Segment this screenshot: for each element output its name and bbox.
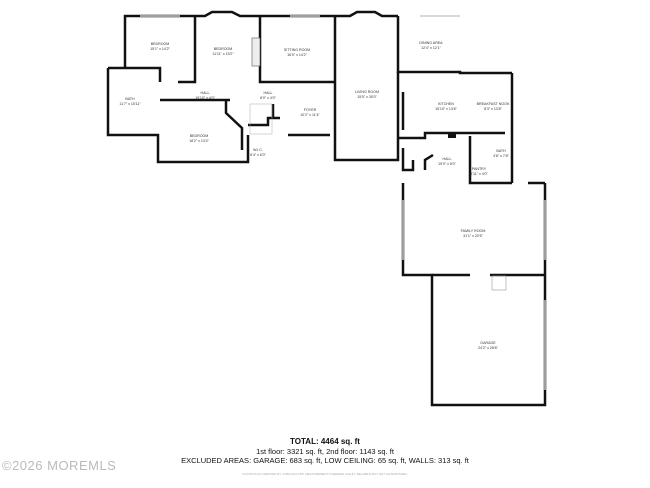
island: [448, 134, 456, 138]
watermark: ©2026 MOREMLS: [2, 458, 117, 473]
fireplace: [251, 37, 261, 67]
excluded-areas: EXCLUDED AREAS: GARAGE: 683 sq. ft, LOW …: [181, 456, 469, 465]
total-area: TOTAL: 4464 sq. ft: [290, 437, 360, 446]
stairs-garage: [491, 275, 507, 291]
walls: [106, 10, 547, 407]
floor-areas: 1st floor: 3321 sq. ft, 2nd floor: 1143 …: [256, 447, 394, 456]
credit-line: FLOOR PLAN CREATED BY CUBICASA APP. MEAS…: [242, 472, 408, 476]
room-wic: W.I.C.6'4" x 6'0": [250, 148, 266, 157]
stairs: [249, 103, 273, 135]
windows: [140, 15, 546, 390]
